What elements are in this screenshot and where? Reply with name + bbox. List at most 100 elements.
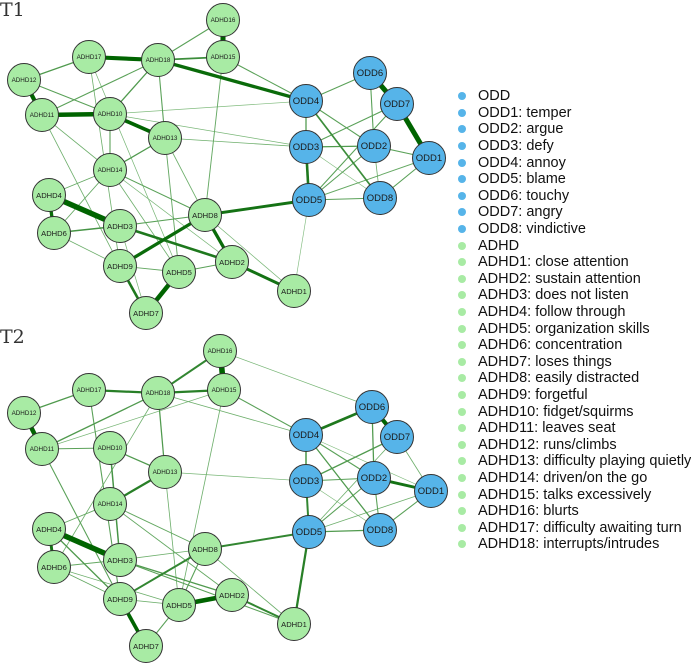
edge-adhd15-adhd5 xyxy=(178,389,225,606)
node-adhd7[interactable]: ADHD7 xyxy=(129,629,163,663)
legend-dot-icon xyxy=(458,407,466,416)
legend-label: ADHD10: fidget/squirms xyxy=(478,403,634,420)
node-adhd18[interactable]: ADHD18 xyxy=(141,43,175,77)
node-adhd16[interactable]: ADHD16 xyxy=(206,3,240,37)
node-odd5[interactable]: ODD5 xyxy=(292,515,326,549)
edge-adhd13-adhd5 xyxy=(164,137,180,273)
node-circle xyxy=(72,40,106,74)
node-adhd9[interactable]: ADHD9 xyxy=(103,582,137,616)
node-adhd18[interactable]: ADHD18 xyxy=(141,376,175,410)
node-odd2[interactable]: ODD2 xyxy=(357,129,391,163)
node-odd7[interactable]: ODD7 xyxy=(380,420,414,454)
node-odd3[interactable]: ODD3 xyxy=(289,464,323,498)
node-adhd2[interactable]: ADHD2 xyxy=(215,245,249,279)
node-odd6[interactable]: ODD6 xyxy=(355,390,389,424)
node-odd1[interactable]: ODD1 xyxy=(414,474,448,508)
node-label: ADHD14 xyxy=(98,501,123,508)
legend-item: ADHD6: concentration xyxy=(458,337,691,354)
node-label: ODD5 xyxy=(296,195,322,206)
node-circle xyxy=(162,255,196,289)
node-label: ODD4 xyxy=(293,96,319,107)
node-adhd15[interactable]: ADHD15 xyxy=(207,373,241,407)
node-adhd13[interactable]: ADHD13 xyxy=(148,121,182,155)
legend-dot-icon xyxy=(458,540,466,549)
node-adhd5[interactable]: ADHD5 xyxy=(162,255,196,289)
node-odd7[interactable]: ODD7 xyxy=(380,87,414,121)
edge-adhd15-adhd11 xyxy=(41,389,225,450)
node-adhd4[interactable]: ADHD4 xyxy=(32,178,66,212)
node-adhd9[interactable]: ADHD9 xyxy=(103,249,137,283)
node-adhd3[interactable]: ADHD3 xyxy=(103,543,137,577)
node-adhd3[interactable]: ADHD3 xyxy=(103,209,137,243)
node-circle xyxy=(103,209,137,243)
legend-dot-icon xyxy=(458,92,466,101)
node-adhd6[interactable]: ADHD6 xyxy=(37,550,71,584)
node-adhd10[interactable]: ADHD10 xyxy=(93,431,127,465)
node-label: ADHD11 xyxy=(30,446,55,453)
edge-adhd11-adhd18 xyxy=(41,392,159,450)
node-adhd5[interactable]: ADHD5 xyxy=(162,588,196,622)
legend-label: ODD xyxy=(478,88,511,105)
node-adhd7[interactable]: ADHD7 xyxy=(129,296,163,330)
node-adhd2[interactable]: ADHD2 xyxy=(215,578,249,612)
legend-label: ODD3: defy xyxy=(478,138,554,155)
node-label: ODD2 xyxy=(361,473,387,484)
legend-label: ADHD3: does not listen xyxy=(478,287,629,304)
node-label: ADHD16 xyxy=(211,17,236,24)
node-odd5[interactable]: ODD5 xyxy=(292,183,326,217)
node-label: ODD1 xyxy=(418,486,444,497)
node-odd4[interactable]: ODD4 xyxy=(289,418,323,452)
node-label: ADHD3 xyxy=(107,222,133,231)
node-odd4[interactable]: ODD4 xyxy=(289,84,323,118)
node-adhd12[interactable]: ADHD12 xyxy=(7,63,41,97)
node-adhd13[interactable]: ADHD13 xyxy=(148,455,182,489)
node-adhd11[interactable]: ADHD11 xyxy=(25,432,59,466)
legend-dot-icon xyxy=(458,274,466,283)
node-circle xyxy=(32,512,66,546)
node-odd3[interactable]: ODD3 xyxy=(289,130,323,164)
node-label: ODD6 xyxy=(359,402,385,413)
legend-label: ADHD14: driven/on the go xyxy=(478,469,648,486)
legend-label: ADHD11: leaves seat xyxy=(478,420,616,437)
node-adhd17[interactable]: ADHD17 xyxy=(72,373,106,407)
edge-odd4-odd8 xyxy=(305,100,381,199)
edge-adhd14-adhd5 xyxy=(109,169,180,273)
node-adhd1[interactable]: ADHD1 xyxy=(277,274,311,308)
node-adhd16[interactable]: ADHD16 xyxy=(203,334,237,368)
node-adhd11[interactable]: ADHD11 xyxy=(25,98,59,132)
edge-adhd18-odd4 xyxy=(157,392,307,436)
node-adhd1[interactable]: ADHD1 xyxy=(277,607,311,641)
node-adhd4[interactable]: ADHD4 xyxy=(32,512,66,546)
node-circle xyxy=(380,420,414,454)
node-circle xyxy=(215,578,249,612)
node-adhd17[interactable]: ADHD17 xyxy=(72,40,106,74)
legend-item: ADHD14: driven/on the go xyxy=(458,470,691,487)
node-odd6[interactable]: ODD6 xyxy=(353,56,387,90)
edge-adhd11-adhd9 xyxy=(41,448,121,600)
node-label: ADHD8 xyxy=(192,211,218,220)
node-circle xyxy=(141,43,175,77)
node-adhd8[interactable]: ADHD8 xyxy=(188,198,222,232)
node-adhd12[interactable]: ADHD12 xyxy=(7,396,41,430)
node-adhd6[interactable]: ADHD6 xyxy=(37,216,71,250)
node-adhd14[interactable]: ADHD14 xyxy=(93,153,127,187)
legend-item: ODD3: defy xyxy=(458,138,691,155)
node-odd2[interactable]: ODD2 xyxy=(357,461,391,495)
panel-label-t2: T2 xyxy=(0,326,25,348)
node-adhd8[interactable]: ADHD8 xyxy=(188,532,222,566)
node-odd8[interactable]: ODD8 xyxy=(363,513,397,547)
node-label: ADHD15 xyxy=(211,54,236,61)
legend-item: ADHD9: forgetful xyxy=(458,387,691,404)
legend-label: ADHD xyxy=(478,237,520,254)
node-label: ADHD4 xyxy=(36,191,62,200)
node-circle xyxy=(25,432,59,466)
node-adhd10[interactable]: ADHD10 xyxy=(93,97,127,131)
node-label: ADHD13 xyxy=(153,135,178,142)
legend-item: ODD2: argue xyxy=(458,121,691,138)
node-odd8[interactable]: ODD8 xyxy=(363,181,397,215)
node-odd1[interactable]: ODD1 xyxy=(412,141,446,175)
node-adhd15[interactable]: ADHD15 xyxy=(206,40,240,74)
node-circle xyxy=(103,582,137,616)
node-adhd14[interactable]: ADHD14 xyxy=(93,487,127,521)
